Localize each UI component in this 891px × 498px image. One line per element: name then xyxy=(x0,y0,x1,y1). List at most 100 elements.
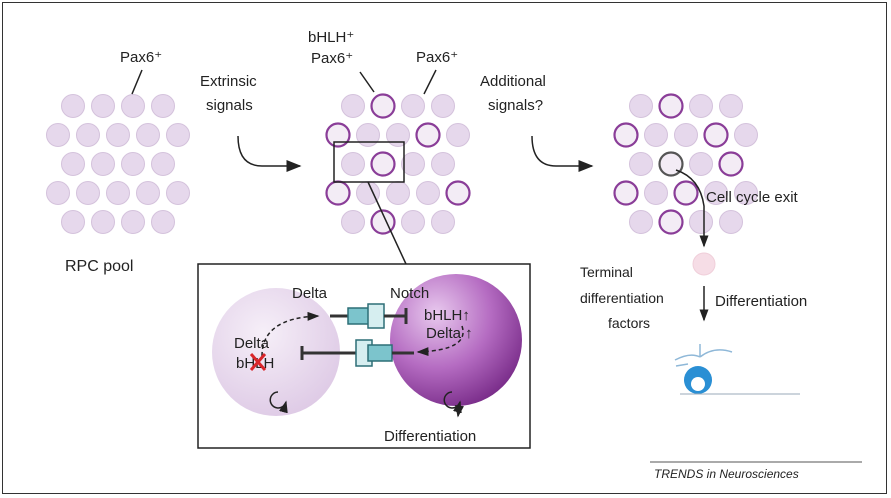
progenitor-cell xyxy=(91,210,115,234)
progenitor-cell xyxy=(76,181,100,205)
bhlh-positive-cell xyxy=(658,209,684,235)
progenitor-cell xyxy=(341,94,365,118)
progenitor-cell xyxy=(629,94,653,118)
self-renew-icon-left xyxy=(269,391,288,414)
progenitor-cell xyxy=(61,152,85,176)
inset-notch-label: Notch xyxy=(390,285,429,302)
progenitor-cell xyxy=(734,123,758,147)
cell-cycle-exit-arrow xyxy=(675,169,709,248)
progenitor-cell xyxy=(401,152,425,176)
progenitor-cell xyxy=(674,123,698,147)
zoom-selection-box xyxy=(333,141,405,183)
progenitor-cell xyxy=(401,210,425,234)
cell-cycle-exit-label: Cell cycle exit xyxy=(706,189,799,206)
pax6-mid-right-label: Pax6⁺ xyxy=(416,49,458,66)
bhlh-positive-cell xyxy=(370,151,396,177)
terminal-label-1: Terminal xyxy=(580,264,633,280)
extrinsic-arrow xyxy=(237,135,302,172)
journal-credit: TRENDS in Neurosciences xyxy=(654,467,799,481)
progenitor-cell xyxy=(719,210,743,234)
terminal-label-2: differentiation xyxy=(580,290,664,306)
bhlh-positive-cell xyxy=(325,122,351,148)
additional-label-2: signals? xyxy=(488,97,543,114)
progenitor-cell xyxy=(106,181,130,205)
progenitor-cell xyxy=(689,152,713,176)
progenitor-cell xyxy=(356,123,380,147)
inset-delta-label: Delta xyxy=(292,285,328,302)
progenitor-cell xyxy=(704,181,728,205)
progenitor-cell xyxy=(386,181,410,205)
progenitor-cell xyxy=(629,152,653,176)
exiting-cell xyxy=(658,151,684,177)
rpc-pool-cluster xyxy=(46,94,190,234)
pax6-pointer-left xyxy=(131,69,143,95)
progenitor-cell xyxy=(689,210,713,234)
terminal-label-3: factors xyxy=(608,315,650,331)
progenitor-cell xyxy=(121,152,145,176)
progenitor-cell xyxy=(76,123,100,147)
mixed-progenitor-cluster xyxy=(325,93,471,235)
additional-label-1: Additional xyxy=(480,73,546,90)
progenitor-cell xyxy=(61,210,85,234)
progenitor-cell xyxy=(386,123,410,147)
bhlh-pointer xyxy=(359,71,375,93)
delta-notch-pair-upper xyxy=(330,303,408,329)
progenitor-cell xyxy=(151,210,175,234)
progenitor-cell xyxy=(61,94,85,118)
delta-notch-pair-lower xyxy=(300,339,414,367)
pax6-pointer-mid xyxy=(423,69,437,95)
bhlh-positive-cell xyxy=(445,180,471,206)
progenitor-cell xyxy=(91,94,115,118)
bhlh-positive-cell xyxy=(415,122,441,148)
progenitor-cell xyxy=(136,181,160,205)
pax6-label-left: Pax6⁺ xyxy=(120,49,162,66)
progenitor-cell xyxy=(91,152,115,176)
differentiation-label-right: Differentiation xyxy=(715,293,807,310)
bhlh-positive-cell xyxy=(718,151,744,177)
progenitor-cell xyxy=(629,210,653,234)
progenitor-cell xyxy=(46,123,70,147)
progenitor-cell xyxy=(644,123,668,147)
exited-cell xyxy=(692,252,716,276)
progenitor-cell xyxy=(431,152,455,176)
progenitor-cell xyxy=(151,94,175,118)
progenitor-cell xyxy=(121,210,145,234)
progenitor-cell xyxy=(121,94,145,118)
progenitor-cell xyxy=(136,123,160,147)
zoom-connector-line xyxy=(367,181,407,265)
inset-differentiation-label: Differentiation xyxy=(384,428,476,445)
progenitor-cell xyxy=(166,181,190,205)
extrinsic-label-1: Extrinsic xyxy=(200,73,257,90)
extrinsic-label-2: signals xyxy=(206,97,253,114)
progenitor-cell xyxy=(644,181,668,205)
bhlh-positive-cell xyxy=(658,93,684,119)
committed-cluster xyxy=(613,93,758,235)
differentiation-arrow-inset xyxy=(455,401,464,418)
progenitor-cell xyxy=(106,123,130,147)
bhlh-positive-cell xyxy=(613,122,639,148)
progenitor-cell xyxy=(734,181,758,205)
progenitor-cell xyxy=(416,181,440,205)
rpc-pool-label: RPC pool xyxy=(65,258,133,275)
progenitor-cell xyxy=(46,181,70,205)
bhlh-positive-cell xyxy=(703,122,729,148)
progenitor-cell xyxy=(689,94,713,118)
inset-delta-inner-label: Delta xyxy=(234,335,270,352)
dashed-arrow-left xyxy=(261,311,320,357)
bhlh-plus-label: bHLH⁺ xyxy=(308,29,354,46)
progenitor-cell xyxy=(151,152,175,176)
neuron-icon xyxy=(674,344,800,395)
progenitor-cell xyxy=(341,210,365,234)
inset-bhlh-up-label: bHLH↑ xyxy=(424,307,470,324)
red-x-icon xyxy=(249,353,267,371)
bhlh-positive-cell xyxy=(673,180,699,206)
additional-arrow xyxy=(531,135,594,172)
progenitor-cell xyxy=(341,152,365,176)
dashed-arrow-right xyxy=(416,325,464,357)
inset-delta-up-label: Delta ↑ xyxy=(426,325,473,342)
progenitor-cell xyxy=(431,94,455,118)
progenitor-cell xyxy=(401,94,425,118)
bhlh-positive-cell xyxy=(613,180,639,206)
inset-right-cell xyxy=(390,274,522,406)
